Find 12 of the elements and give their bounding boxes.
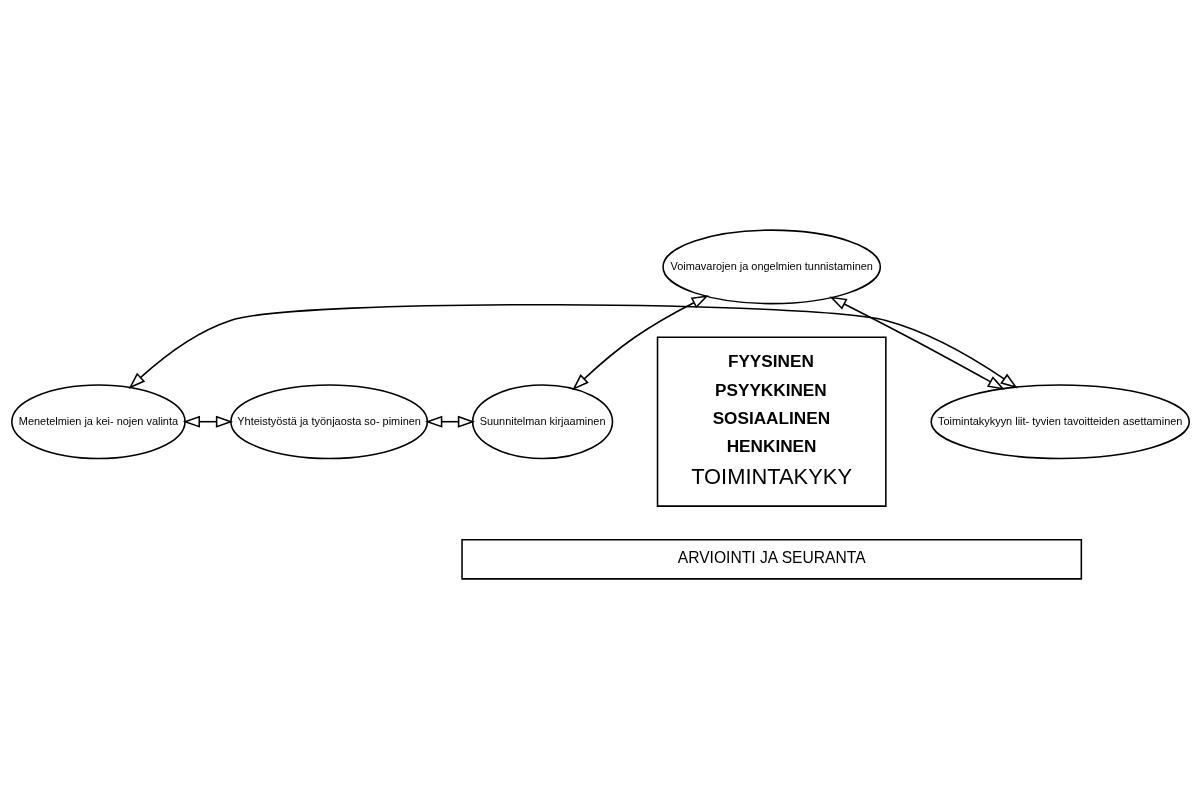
- node-box: FYYSINEN PSYYKKINEN SOSIAALINEN HENKINEN TOIMINTAKYKY: [656, 336, 887, 507]
- node-ellipse: Suunnitelman kirjaaminen: [471, 384, 614, 460]
- arrow: [182, 415, 234, 428]
- arrow: [572, 295, 709, 391]
- node-ellipse: Menetelmien ja kei- nojen valinta: [11, 384, 186, 460]
- node-ellipse: Toimintakykyyn liit- tyvien tavoitteiden asettaminen: [930, 384, 1191, 460]
- arrow: [829, 296, 1005, 390]
- node-ellipse: Yhteistyöstä ja työnjaosta so- piminen: [230, 384, 429, 460]
- arrow: [128, 304, 1018, 389]
- node-ellipse: Voimavarojen ja ongelmien tunnistaminen: [662, 229, 882, 305]
- arrow: [425, 415, 476, 428]
- node-box: ARVIOINTI JA SEURANTA: [461, 539, 1083, 580]
